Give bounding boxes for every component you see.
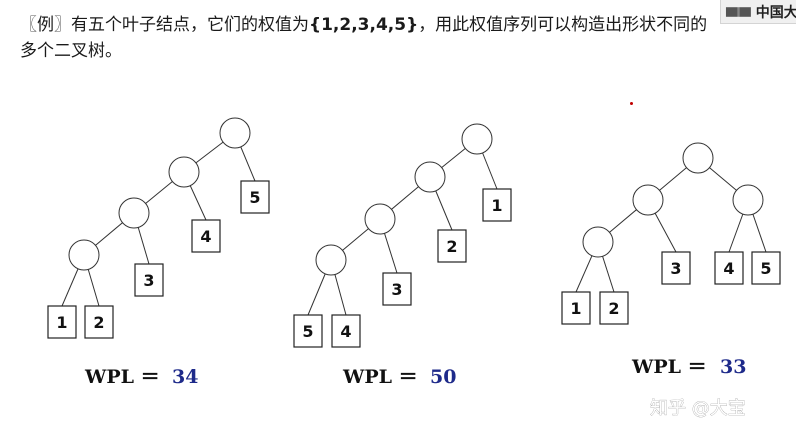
tree-2-leaf-3: 3 [382,272,412,306]
weight-values: {1,2,3,4,5} [309,15,419,35]
tree-2-leaf-1-label: 5 [302,322,313,341]
tree-3-leaf-3-label: 3 [670,259,681,278]
tree-1-internal-node [168,156,200,188]
tree-1-internal-node [68,239,100,271]
tree-3-internal-node [582,226,614,258]
tree-3-leaf-5-label: 5 [760,259,771,278]
tree-3-wpl-label: WPL ＝ [631,356,707,378]
tree-2-leaf-4-label: 2 [446,237,457,256]
tree-2-leaf-2-label: 4 [340,322,351,341]
tree-2-wpl-value: 50 [430,366,456,388]
tree-3-leaf-2: 2 [599,291,629,325]
tree-1-leaf-3: 3 [134,263,164,297]
tree-3-leaf-4: 4 [714,251,744,285]
tree-3-leaf-3: 3 [661,251,691,285]
logo-text: 中国大 [755,4,796,21]
tree-1-wpl-label: WPL ＝ [84,366,160,388]
tree-3-internal-node [732,184,764,216]
tree-2-wpl-label: WPL ＝ [342,366,418,388]
tree-2-leaf-1: 5 [293,314,323,348]
brand-logo: 中国大 [720,0,796,24]
zhihu-watermark: 知乎 @大宝 [650,398,746,419]
tree-1-leaf-2-label: 2 [93,313,104,332]
tree-3-wpl-value: 33 [720,356,746,378]
tree-2-leaf-4: 2 [437,229,467,263]
tree-1-leaf-3-label: 3 [143,271,154,290]
tree-2-internal-node [315,244,347,276]
tree-3-leaf-4-label: 4 [723,259,734,278]
description-prefix: 〖例〗有五个叶子结点，它们的权值为 [20,15,309,35]
tree-1-leaf-1: 1 [47,305,77,339]
tree-3-leaf-5: 5 [751,251,781,285]
tree-1-leaf-2: 2 [84,305,114,339]
tree-1-root-node [219,117,251,149]
tree-2-leaf-3-label: 3 [391,280,402,299]
tree-2-leaf-5-label: 1 [491,196,502,215]
tree-1-leaf-4: 4 [191,219,221,253]
tree-1-leaf-4-label: 4 [200,227,211,246]
tree-1-leaf-5: 5 [240,180,270,214]
tree-3-internal-node [632,184,664,216]
tree-2-internal-node [364,203,396,235]
tree-2-root-node [461,123,493,155]
tree-1: 1 2 3 4 5 WPL ＝ 34 [47,117,270,388]
tree-2-leaf-5: 1 [482,188,512,222]
tree-3-leaf-1-label: 1 [570,299,581,318]
tree-1-leaf-5-label: 5 [249,188,260,207]
tree-2: 5 4 3 2 1 WPL ＝ 50 [293,123,512,388]
laser-pointer-dot [630,102,633,105]
tree-1-leaf-1-label: 1 [56,313,67,332]
description-suffix: ，用此权值序列可以构造出形状不同的多个二叉树。 [20,15,708,61]
tree-3-leaf-1: 1 [561,291,591,325]
tree-3: 1 2 3 4 5 WPL ＝ 33 [561,142,781,378]
example-description: 〖例〗有五个叶子结点，它们的权值为{1,2,3,4,5}，用此权值序列可以构造出… [20,12,720,64]
tree-2-internal-node [414,161,446,193]
tree-3-leaf-2-label: 2 [608,299,619,318]
tree-1-wpl-value: 34 [172,366,198,388]
tree-3-root-node [682,142,714,174]
tree-2-leaf-2: 4 [331,314,361,348]
tree-1-internal-node [118,197,150,229]
book-logo-icon [725,6,751,17]
